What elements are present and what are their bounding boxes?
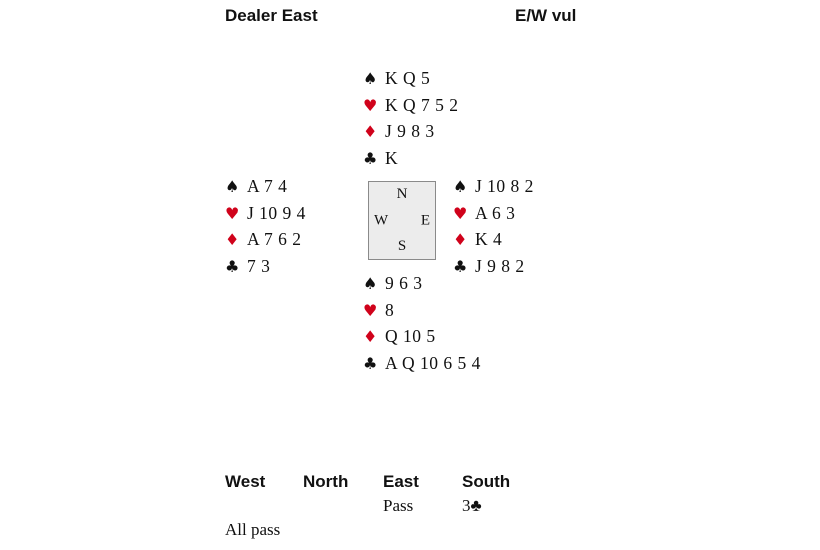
west-diamonds-cards: A 7 6 2 [247,229,302,249]
auction-table: West North East South Pass 3♣ All pass [225,472,557,544]
auction-header-east: East [383,472,419,491]
south-diamonds-cards: Q 10 5 [385,326,436,346]
auction-cell-south-bid: 3♣ [462,496,482,515]
dealer-label: Dealer East [225,6,318,25]
compass-south: S [397,238,407,254]
diamond-icon: ♦ [225,230,240,249]
south-clubs-line: ♣ A Q 10 6 5 4 [363,353,481,380]
spade-icon: ♠ [453,177,468,196]
auction-cell [303,496,383,520]
heart-icon: ♥ [363,95,378,115]
north-hearts-cards: K Q 7 5 2 [385,94,459,115]
club-icon: ♣ [363,148,378,168]
east-diamonds-line: ♦ K 4 [453,229,534,256]
west-hearts-cards: J 10 9 4 [247,202,306,223]
south-spades-line: ♠ 9 6 3 [363,273,481,300]
auction-cell [383,520,462,544]
auction-cell-all-pass: All pass [225,520,281,539]
compass-east: E [420,212,430,228]
club-icon: ♣ [363,353,378,373]
west-clubs-cards: 7 3 [247,255,271,276]
hand-east: ♠ J 10 8 2 ♥ A 6 3 ♦ K 4 ♣ J 9 8 2 [453,176,534,282]
west-spades-cards: A 7 4 [247,176,288,196]
south-diamonds-line: ♦ Q 10 5 [363,326,481,353]
auction-header-north: North [303,472,349,491]
north-spades-cards: K Q 5 [385,68,431,88]
spade-icon: ♠ [225,177,240,196]
west-clubs-line: ♣ 7 3 [225,256,306,283]
south-hearts-cards: 8 [385,299,395,320]
south-clubs-cards: A Q 10 6 5 4 [385,352,481,373]
north-clubs-line: ♣ K [363,148,459,175]
heart-icon: ♥ [225,203,240,223]
south-spades-cards: 9 6 3 [385,273,423,293]
diamond-icon: ♦ [363,122,378,141]
heart-icon: ♥ [453,203,468,223]
east-spades-cards: J 10 8 2 [475,176,534,196]
east-spades-line: ♠ J 10 8 2 [453,176,534,203]
east-diamonds-cards: K 4 [475,229,503,249]
club-icon: ♣ [225,256,240,276]
north-hearts-line: ♥ K Q 7 5 2 [363,95,459,122]
east-clubs-cards: J 9 8 2 [475,255,525,276]
spade-icon: ♠ [363,274,378,293]
west-diamonds-line: ♦ A 7 6 2 [225,229,306,256]
auction-header-south: South [462,472,511,491]
compass-west: W [374,212,389,228]
auction-cell [225,496,303,520]
vulnerability-label: E/W vul [515,6,577,25]
auction-cell [462,520,557,544]
west-hearts-line: ♥ J 10 9 4 [225,203,306,230]
north-diamonds-line: ♦ J 9 8 3 [363,121,459,148]
east-hearts-cards: A 6 3 [475,202,516,223]
east-hearts-line: ♥ A 6 3 [453,203,534,230]
diamond-icon: ♦ [453,230,468,249]
west-spades-line: ♠ A 7 4 [225,176,306,203]
hand-north: ♠ K Q 5 ♥ K Q 7 5 2 ♦ J 9 8 3 ♣ K [363,68,459,174]
heart-icon: ♥ [363,300,378,320]
south-hearts-line: ♥ 8 [363,300,481,327]
east-clubs-line: ♣ J 9 8 2 [453,256,534,283]
hand-south: ♠ 9 6 3 ♥ 8 ♦ Q 10 5 ♣ A Q 10 6 5 4 [363,273,481,379]
north-diamonds-cards: J 9 8 3 [385,121,435,141]
diamond-icon: ♦ [363,327,378,346]
auction-header-west: West [225,472,266,491]
auction-cell-east-pass: Pass [383,496,414,515]
auction-cell [303,520,383,544]
club-icon: ♣ [453,256,468,276]
compass-north: N [396,186,408,202]
hand-west: ♠ A 7 4 ♥ J 10 9 4 ♦ A 7 6 2 ♣ 7 3 [225,176,306,282]
north-spades-line: ♠ K Q 5 [363,68,459,95]
spade-icon: ♠ [363,69,378,88]
compass-box: N W E S [368,181,436,260]
north-clubs-cards: K [385,147,399,168]
